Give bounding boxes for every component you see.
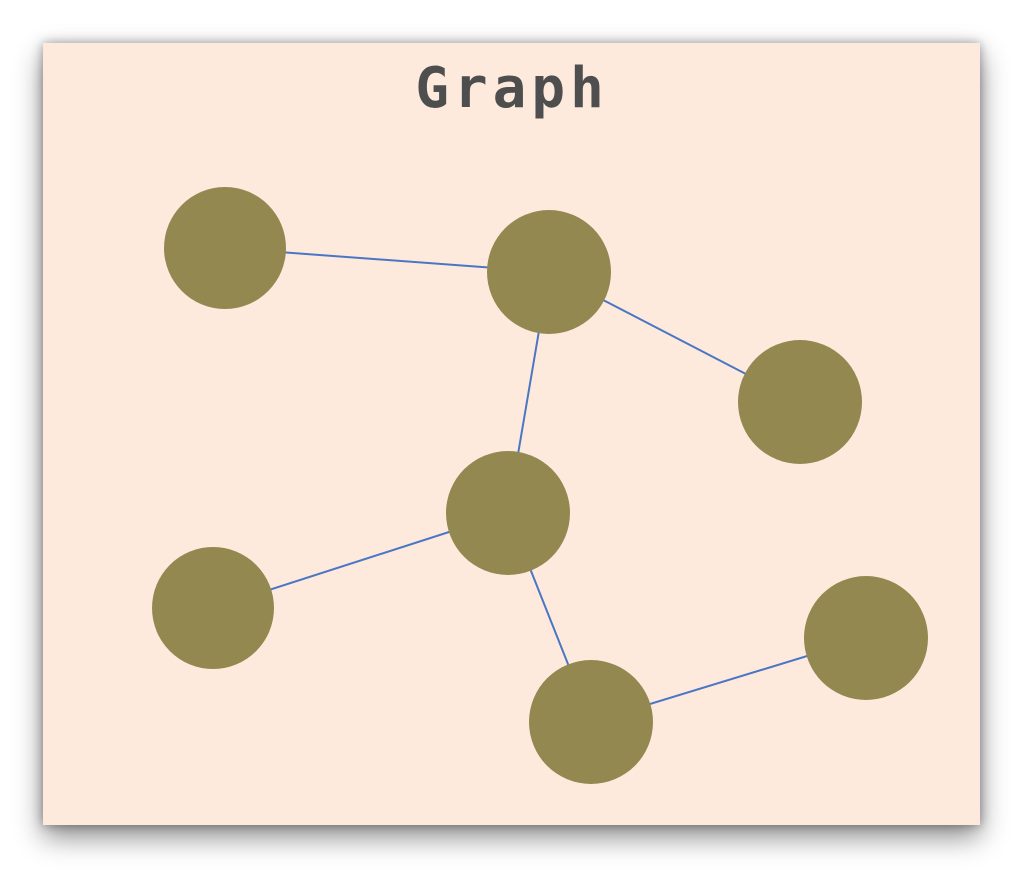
graph-node-n5	[152, 547, 274, 669]
graph-node-n3	[738, 340, 862, 464]
graph-node-n7	[804, 576, 928, 700]
diagram-title: Graph	[415, 56, 609, 121]
graph-node-n2	[487, 210, 611, 334]
graph-node-n1	[164, 187, 286, 309]
graph-nodes	[152, 187, 928, 784]
graph-node-n6	[529, 660, 653, 784]
graph-node-n4	[446, 451, 570, 575]
